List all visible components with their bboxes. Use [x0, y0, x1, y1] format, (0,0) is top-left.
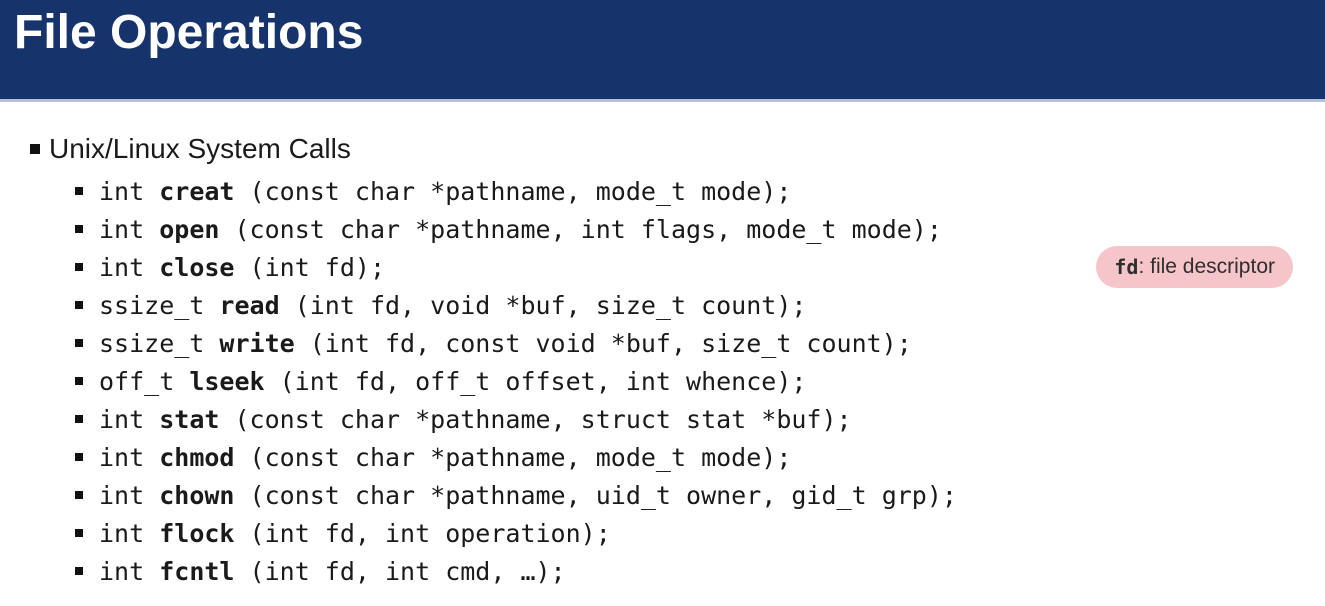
badge-term: fd [1114, 255, 1139, 279]
function-name: chmod [159, 442, 235, 472]
return-type: int [99, 252, 160, 282]
syscall-signature: int flock (int fd, int operation); [99, 519, 611, 548]
bullet-square-icon [75, 187, 83, 195]
return-type: int [99, 518, 160, 548]
function-name: chown [159, 480, 235, 510]
bullet-square-icon [75, 453, 83, 461]
arguments: (const char *pathname, uid_t owner, gid_… [234, 480, 957, 510]
return-type: int [99, 176, 160, 206]
arguments: (int fd, void *buf, size_t count); [279, 290, 807, 320]
bullet-square-icon [30, 144, 40, 154]
syscall-list: int creat (const char *pathname, mode_t … [75, 172, 1325, 590]
bullet-square-icon [75, 567, 83, 575]
function-name: lseek [189, 366, 265, 396]
syscall-signature: int close (int fd); [99, 253, 385, 282]
arguments: (int fd, const void *buf, size_t count); [294, 328, 912, 358]
arguments: (const char *pathname, mode_t mode); [234, 176, 792, 206]
syscall-signature: off_t lseek (int fd, off_t offset, int w… [99, 367, 806, 396]
slide-title: File Operations [14, 6, 364, 59]
fd-tooltip-badge: fd: file descriptor [1096, 246, 1293, 288]
arguments: (const char *pathname, mode_t mode); [234, 442, 792, 472]
syscall-item: int chmod (const char *pathname, mode_t … [75, 438, 1325, 476]
arguments: (int fd); [234, 252, 385, 282]
syscall-item: int stat (const char *pathname, struct s… [75, 400, 1325, 438]
function-name: close [159, 252, 235, 282]
return-type: off_t [99, 366, 190, 396]
syscall-item: int creat (const char *pathname, mode_t … [75, 172, 1325, 210]
function-name: open [159, 214, 220, 244]
function-name: write [219, 328, 295, 358]
syscall-item: ssize_t write (int fd, const void *buf, … [75, 324, 1325, 362]
bullet-square-icon [75, 225, 83, 233]
section-bullet-label: Unix/Linux System Calls [49, 133, 351, 164]
bullet-square-icon [75, 339, 83, 347]
syscall-item: int chown (const char *pathname, uid_t o… [75, 476, 1325, 514]
bullet-square-icon [75, 301, 83, 309]
arguments: (int fd, int operation); [234, 518, 611, 548]
syscall-item: int fcntl (int fd, int cmd, …); [75, 552, 1325, 590]
syscall-signature: ssize_t write (int fd, const void *buf, … [99, 329, 912, 358]
syscall-signature: int fcntl (int fd, int cmd, …); [99, 557, 566, 586]
syscall-item: off_t lseek (int fd, off_t offset, int w… [75, 362, 1325, 400]
bullet-square-icon [75, 491, 83, 499]
bullet-square-icon [75, 263, 83, 271]
return-type: ssize_t [99, 290, 220, 320]
slide-body: Unix/Linux System Calls int creat (const… [0, 102, 1325, 590]
arguments: (const char *pathname, int flags, mode_t… [219, 214, 942, 244]
bullet-square-icon [75, 529, 83, 537]
syscall-item: int close (int fd); [75, 248, 1325, 286]
syscall-item: ssize_t read (int fd, void *buf, size_t … [75, 286, 1325, 324]
syscall-signature: ssize_t read (int fd, void *buf, size_t … [99, 291, 806, 320]
syscall-signature: int creat (const char *pathname, mode_t … [99, 177, 791, 206]
arguments: (const char *pathname, struct stat *buf)… [219, 404, 852, 434]
bullet-square-icon [75, 377, 83, 385]
syscall-signature: int stat (const char *pathname, struct s… [99, 405, 852, 434]
syscall-signature: int open (const char *pathname, int flag… [99, 215, 942, 244]
function-name: stat [159, 404, 220, 434]
arguments: (int fd, int cmd, …); [234, 556, 566, 586]
slide-header: File Operations [0, 0, 1325, 102]
bullet-square-icon [75, 415, 83, 423]
return-type: ssize_t [99, 328, 220, 358]
function-name: creat [159, 176, 235, 206]
badge-description: : file descriptor [1138, 255, 1275, 278]
return-type: int [99, 556, 160, 586]
return-type: int [99, 214, 160, 244]
syscall-item: int flock (int fd, int operation); [75, 514, 1325, 552]
syscall-signature: int chmod (const char *pathname, mode_t … [99, 443, 791, 472]
return-type: int [99, 480, 160, 510]
function-name: fcntl [159, 556, 235, 586]
section-bullet-item: Unix/Linux System Calls [30, 132, 1325, 166]
syscall-item: int open (const char *pathname, int flag… [75, 210, 1325, 248]
function-name: flock [159, 518, 235, 548]
return-type: int [99, 442, 160, 472]
syscall-signature: int chown (const char *pathname, uid_t o… [99, 481, 957, 510]
function-name: read [219, 290, 280, 320]
return-type: int [99, 404, 160, 434]
arguments: (int fd, off_t offset, int whence); [264, 366, 807, 396]
